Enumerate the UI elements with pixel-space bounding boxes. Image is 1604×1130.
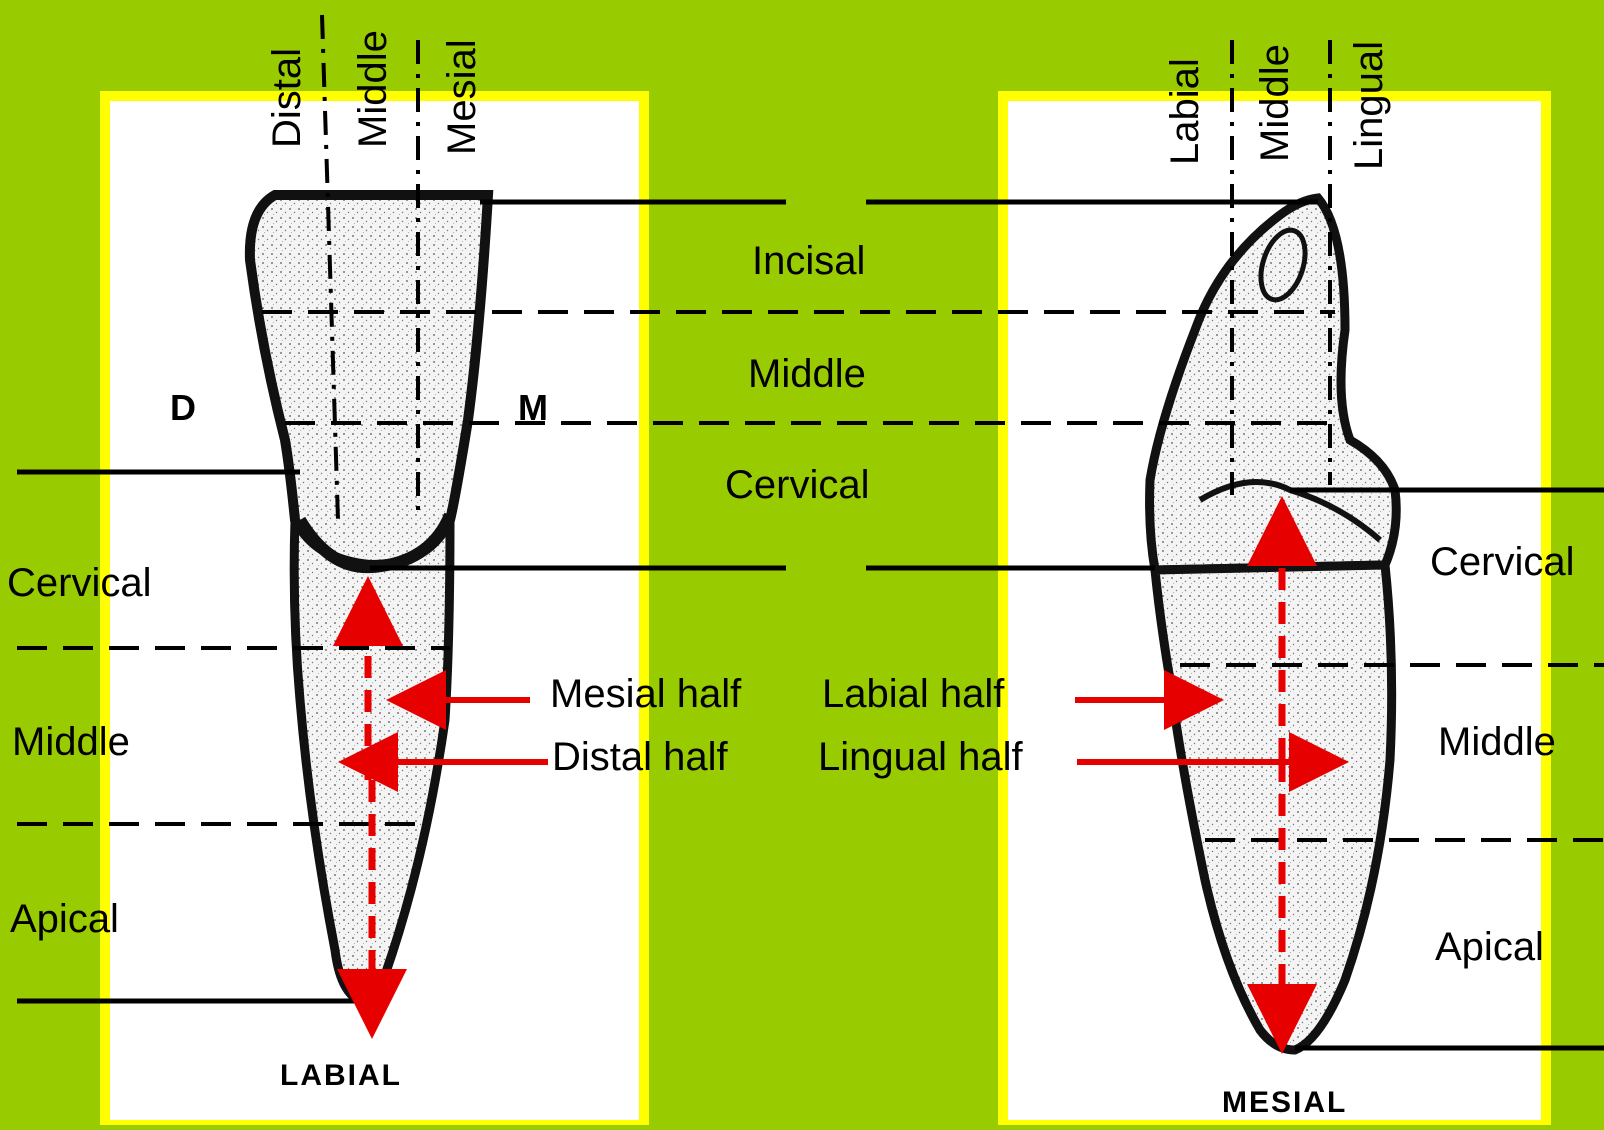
right-vlabel-middle: Middle: [1253, 44, 1297, 162]
left-vlabel-middle: Middle: [351, 30, 395, 148]
left-view-caption: LABIAL: [280, 1059, 402, 1092]
right-root-third-cervical: Cervical: [1430, 540, 1574, 584]
left-vlabel-distal: Distal: [265, 48, 309, 148]
left-vlabel-mesial: Mesial: [440, 39, 484, 155]
crown-third-cervical: Cervical: [725, 463, 869, 507]
mesial-half-label: Mesial half: [550, 672, 742, 716]
left-root-third-middle: Middle: [12, 720, 130, 764]
left-letter-m: M: [518, 387, 548, 428]
left-root-third-cervical: Cervical: [7, 561, 151, 605]
left-letter-d: D: [170, 387, 196, 428]
labial-half-label: Labial half: [822, 672, 1005, 716]
right-vlabel-labial: Labial: [1163, 58, 1207, 165]
crown-third-incisal: Incisal: [752, 239, 865, 283]
left-root-third-apical: Apical: [10, 897, 119, 941]
right-root-third-middle: Middle: [1438, 720, 1556, 764]
crown-third-middle: Middle: [748, 352, 866, 396]
right-view-caption: MESIAL: [1222, 1086, 1347, 1119]
right-root-third-apical: Apical: [1435, 925, 1544, 969]
distal-half-label: Distal half: [552, 735, 729, 779]
right-vlabel-lingual: Lingual: [1347, 41, 1391, 170]
lingual-half-label: Lingual half: [818, 735, 1023, 779]
